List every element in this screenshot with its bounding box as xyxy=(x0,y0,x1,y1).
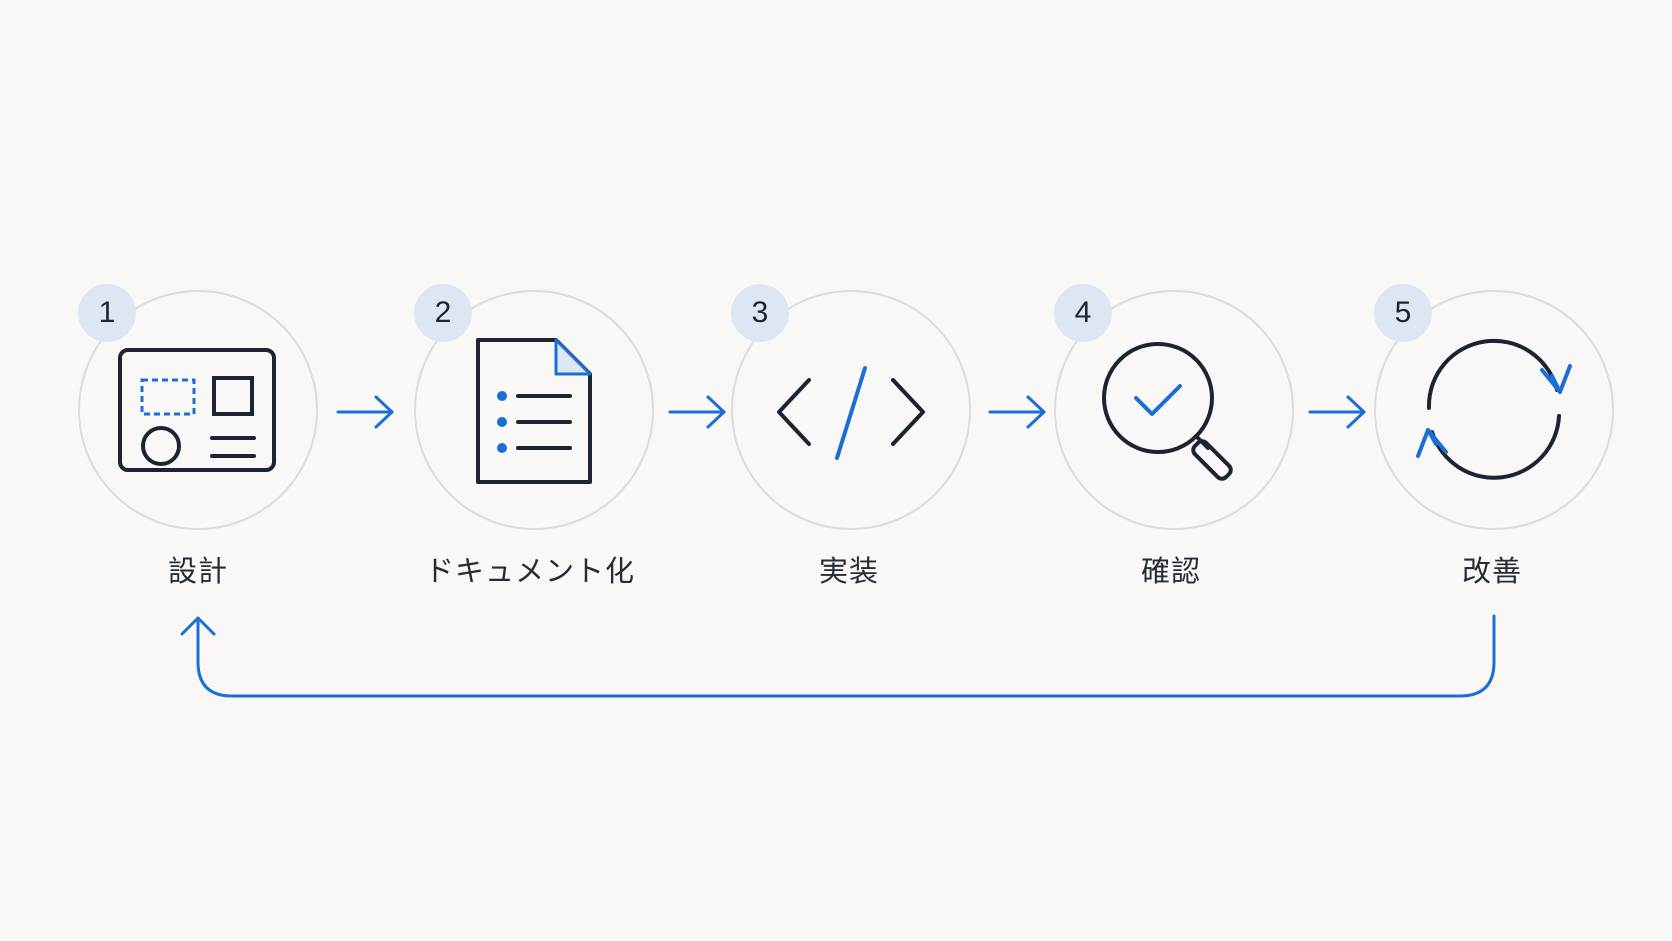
step-circle xyxy=(1374,290,1614,530)
step-circle xyxy=(414,290,654,530)
magnifier-check-icon xyxy=(1102,342,1233,481)
step-number-badge: 5 xyxy=(1374,284,1432,342)
refresh-icon xyxy=(1416,338,1572,480)
step-circle xyxy=(78,290,318,530)
step-number-badge: 1 xyxy=(78,284,136,342)
code-icon xyxy=(777,366,925,460)
step-4-review: 4 xyxy=(1054,284,1294,530)
step-number-badge: 3 xyxy=(731,284,789,342)
step-label: 実装 xyxy=(818,554,879,588)
step-label: 設計 xyxy=(167,554,228,588)
step-1-design: 1 xyxy=(78,284,318,530)
step-label: 改善 xyxy=(1461,554,1522,588)
document-icon xyxy=(476,338,592,484)
step-2-documentation: 2 xyxy=(414,284,654,530)
step-label: ドキュメント化 xyxy=(424,554,635,588)
step-label: 確認 xyxy=(1140,554,1201,588)
step-number-badge: 4 xyxy=(1054,284,1112,342)
step-number-badge: 2 xyxy=(414,284,472,342)
flow-arrow-right xyxy=(1308,395,1366,429)
wireframe-icon xyxy=(118,348,276,472)
step-circle xyxy=(731,290,971,530)
step-3-implementation: 3 xyxy=(731,284,971,530)
step-circle xyxy=(1054,290,1294,530)
flow-arrow-right xyxy=(988,395,1046,429)
flow-arrow-right xyxy=(668,395,726,429)
step-5-improvement: 5 xyxy=(1374,284,1614,530)
flow-arrow-right xyxy=(336,395,394,429)
